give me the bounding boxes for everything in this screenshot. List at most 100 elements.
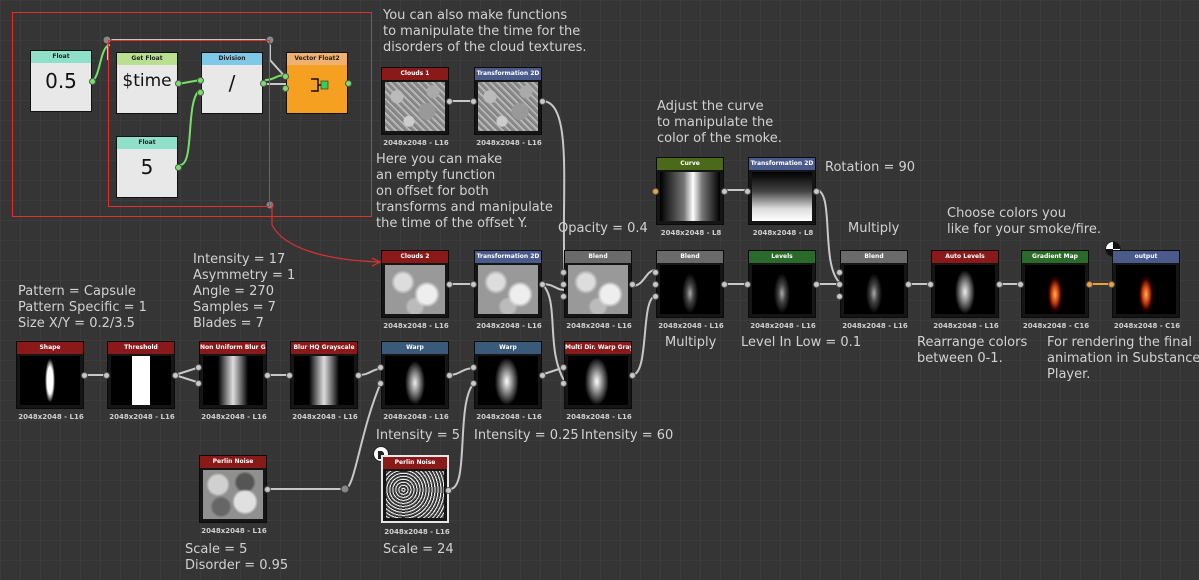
division-node[interactable]: Division / <box>197 52 267 114</box>
input-port[interactable] <box>560 293 567 300</box>
node-resolution: 2048x2048 - L16 <box>658 322 724 330</box>
output-port[interactable] <box>89 78 96 85</box>
float-node-0-5[interactable]: Float 0.5 <box>30 50 96 112</box>
input-port[interactable] <box>282 73 289 80</box>
input-port[interactable] <box>652 269 659 276</box>
output-port[interactable] <box>996 281 1003 288</box>
input-port[interactable] <box>470 380 477 387</box>
get-float-node[interactable]: Get Float $time <box>116 52 182 114</box>
input-port[interactable] <box>282 85 289 92</box>
output-port[interactable] <box>1086 281 1093 288</box>
output-port[interactable] <box>721 281 728 288</box>
node-header: Division <box>202 53 262 65</box>
multi-dir-warp-node[interactable]: Multi Dir. Warp Grayscale 2048x2048 - L1… <box>560 341 636 421</box>
input-port[interactable] <box>1108 281 1115 288</box>
output-port[interactable] <box>445 487 452 494</box>
vector-float2-node[interactable]: Vector Float2 <box>282 52 352 114</box>
clouds-1-node[interactable]: Clouds 1 2048x2048 - L16 <box>381 67 453 147</box>
output-node[interactable]: output 2048x2048 - C16 <box>1108 250 1180 330</box>
transformation-2d-curve-node[interactable]: Transformation 2D 2048x2048 - L8 <box>744 157 820 237</box>
input-port[interactable] <box>927 281 934 288</box>
node-resolution: 2048x2048 - L16 <box>750 322 816 330</box>
gradient-map-node[interactable]: Gradient Map 2048x2048 - C16 <box>1017 250 1093 330</box>
blend-node-1[interactable]: Blend 2048x2048 - L16 <box>560 250 636 330</box>
input-port[interactable] <box>286 372 293 379</box>
input-port[interactable] <box>560 269 567 276</box>
warp-node-2[interactable]: Warp 2048x2048 - L16 <box>470 341 546 421</box>
node-resolution: 2048x2048 - L16 <box>842 322 908 330</box>
auto-levels-node[interactable]: Auto Levels 2048x2048 - L16 <box>927 250 1003 330</box>
non-uniform-blur-node[interactable]: Non Uniform Blur Gray... 2048x2048 - L16 <box>195 341 271 421</box>
node-header: Gradient Map <box>1022 251 1088 263</box>
output-port[interactable] <box>264 486 271 493</box>
input-port[interactable] <box>195 380 202 387</box>
input-port[interactable] <box>652 188 659 195</box>
perlin-noise-node-1[interactable]: Perlin Noise 2048x2048 - L16 <box>199 455 271 535</box>
float-node-5[interactable]: Float 5 <box>116 136 182 198</box>
output-port[interactable] <box>355 372 362 379</box>
node-header: Clouds 2 <box>382 251 448 263</box>
transformation-2d-node-2[interactable]: Transformation 2D 2048x2048 - L16 <box>470 250 546 330</box>
output-port[interactable] <box>629 372 636 379</box>
warp-node-1[interactable]: Warp 2048x2048 - L16 <box>377 341 453 421</box>
blend-node-2[interactable]: Blend 2048x2048 - L16 <box>652 250 728 330</box>
input-port[interactable] <box>744 281 751 288</box>
note-multiply-bottom: Multiply <box>665 335 717 350</box>
input-port[interactable] <box>560 281 567 288</box>
input-port[interactable] <box>652 293 659 300</box>
input-port[interactable] <box>195 364 202 371</box>
output-port[interactable] <box>175 164 182 171</box>
output-port[interactable] <box>260 80 267 87</box>
output-port[interactable] <box>721 188 728 195</box>
input-port[interactable] <box>377 364 384 371</box>
output-port[interactable] <box>539 372 546 379</box>
perlin-noise-node-2[interactable]: Perlin Noise 2048x2048 - L16 <box>381 455 452 536</box>
blur-hq-grayscale-node[interactable]: Blur HQ Grayscale 2048x2048 - L16 <box>286 341 362 421</box>
threshold-node[interactable]: Threshold 2048x2048 - L16 <box>103 341 179 421</box>
input-port[interactable] <box>103 372 110 379</box>
input-port[interactable] <box>470 98 477 105</box>
node-header: Perlin Noise <box>200 456 266 468</box>
input-port[interactable] <box>470 364 477 371</box>
input-port[interactable] <box>560 364 567 371</box>
output-port[interactable] <box>813 188 820 195</box>
output-port[interactable] <box>175 80 182 87</box>
output-port[interactable] <box>446 372 453 379</box>
node-resolution: 2048x2048 - L8 <box>752 229 814 237</box>
output-port[interactable] <box>446 98 453 105</box>
output-port[interactable] <box>629 281 636 288</box>
transformation-2d-node-1[interactable]: Transformation 2D 2048x2048 - L16 <box>470 67 546 147</box>
input-port[interactable] <box>377 380 384 387</box>
input-port[interactable] <box>197 77 204 84</box>
shape-node[interactable]: Shape 2048x2048 - L16 <box>16 341 88 421</box>
input-port[interactable] <box>197 89 204 96</box>
node-thumbnail <box>752 172 812 221</box>
levels-node[interactable]: Levels 2048x2048 - L16 <box>744 250 820 330</box>
node-thumbnail <box>385 265 445 314</box>
blend-node-3[interactable]: Blend 2048x2048 - L16 <box>836 250 912 330</box>
output-port[interactable] <box>81 372 88 379</box>
output-port[interactable] <box>813 281 820 288</box>
input-port[interactable] <box>560 380 567 387</box>
input-port[interactable] <box>836 281 843 288</box>
output-port[interactable] <box>345 80 352 87</box>
output-port[interactable] <box>539 281 546 288</box>
output-port[interactable] <box>172 372 179 379</box>
input-port[interactable] <box>836 293 843 300</box>
curve-node[interactable]: Curve 2048x2048 - L8 <box>652 157 728 237</box>
input-port[interactable] <box>836 269 843 276</box>
note-intensity-025: Intensity = 0.25 <box>474 428 579 443</box>
input-port[interactable] <box>744 188 751 195</box>
clouds-2-node[interactable]: Clouds 2 2048x2048 - L16 <box>381 250 453 330</box>
input-port[interactable] <box>470 281 477 288</box>
input-port[interactable] <box>652 281 659 288</box>
node-header: Transformation 2D <box>749 158 815 170</box>
node-header: Multi Dir. Warp Grayscale <box>565 342 631 354</box>
output-port[interactable] <box>905 281 912 288</box>
node-thumbnail <box>478 356 538 405</box>
output-port[interactable] <box>446 281 453 288</box>
output-port[interactable] <box>539 98 546 105</box>
input-port[interactable] <box>1017 281 1024 288</box>
output-port[interactable] <box>264 372 271 379</box>
